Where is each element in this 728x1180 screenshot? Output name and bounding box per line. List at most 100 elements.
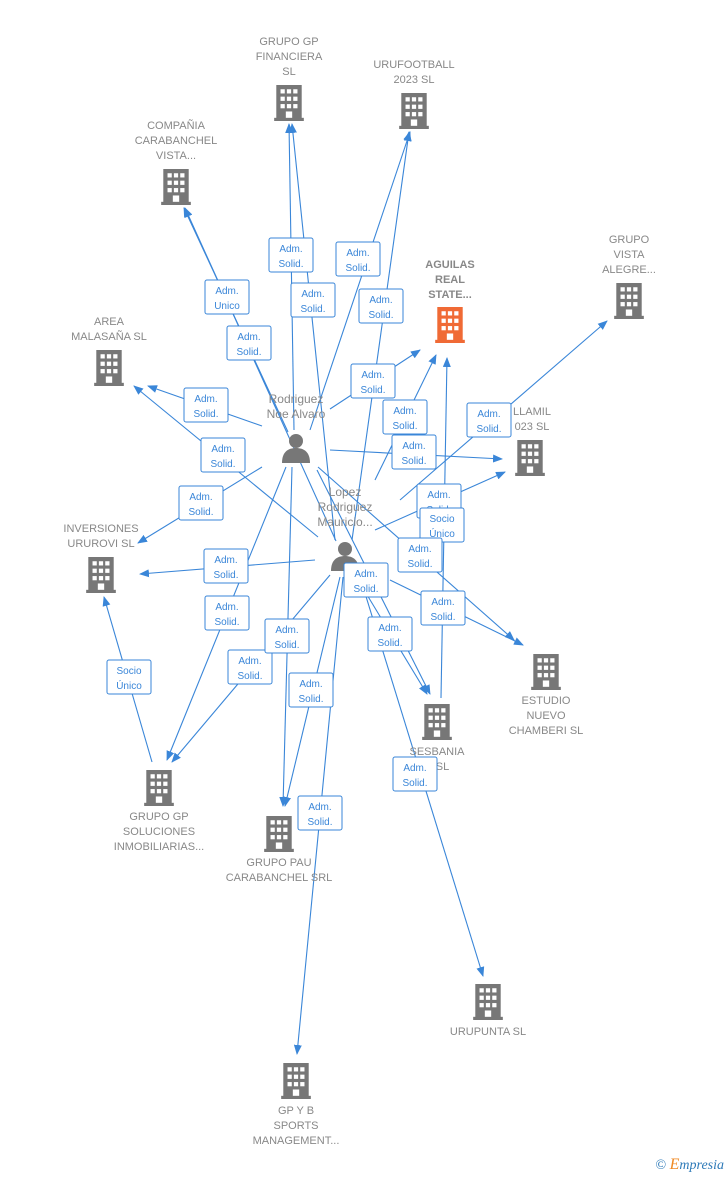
edge-label-text: Adm. [189,492,212,503]
edge-label-text: Adm. [211,444,234,455]
building-icon [274,85,304,121]
edge-label-box[interactable]: Adm.Solid. [227,649,273,685]
edge-label-box[interactable]: Adm.Solid. [268,237,314,273]
node-label: CHAMBERI SL [509,725,584,737]
edge-label-text: Unico [214,301,240,312]
edge-label-text: Adm. [194,394,217,405]
edge-label-frame [382,399,428,435]
edge-label-text: Solid. [213,570,238,581]
building-icon [473,984,503,1020]
node-label: Lopez [329,485,362,499]
building-icon [515,440,545,476]
edge-label-frame [268,237,314,273]
node-aguilas[interactable]: AGUILASREALSTATE... [425,259,475,343]
edge-label-box[interactable]: Adm.Solid. [466,402,512,438]
edge-label-text: Solid. [237,671,262,682]
edge-label-box[interactable]: Adm.Solid. [290,282,336,318]
node-label: INMOBILIARIAS... [114,841,204,853]
edge-label-text: Solid. [377,638,402,649]
edge-label-text: Adm. [427,490,450,501]
node-label: MANAGEMENT... [253,1135,340,1147]
edge-label-text: Solid. [236,347,261,358]
edge-label-box[interactable]: Adm.Solid. [391,434,437,470]
edge-label-box[interactable]: Adm.Solid. [204,595,250,631]
node-label: 2023 SL [394,74,435,86]
edge-label-text: Solid. [430,612,455,623]
edge-label-box[interactable]: Adm.Solid. [264,618,310,654]
edge-label-text: Adm. [279,244,302,255]
edge-label-frame [420,590,466,626]
edge-labels-layer: Adm. Solid. Adm. Solid. Adm. Solid. Adm. Solid.… [106,237,512,831]
edge-label-frame [367,616,413,652]
node-label: SOLUCIONES [123,826,195,838]
edge-label-text: Adm. [361,370,384,381]
node-urufootball[interactable]: URUFOOTBALL 2023 SL [373,59,455,129]
edge-label-box[interactable]: Adm. Solid. [367,616,413,652]
node-compania_carabanchel[interactable]: COMPAÑIACARABANCHELVISTA... [135,119,218,205]
edge-label-frame [203,548,249,584]
edge-label-box[interactable]: Adm.Solid. [382,399,428,435]
edge-label-text: Único [429,527,455,540]
node-lopez_rodriguez[interactable]: LopezRodriguezMauricio... [317,485,373,571]
edge-label-box[interactable]: Adm.Solid. [226,325,272,361]
edge-label-box[interactable]: Adm.Solid. [297,795,343,831]
edge-label-text: Adm. [378,623,401,634]
edge-label-box[interactable]: Adm.Solid. [183,387,229,423]
edge-label-box[interactable]: Adm. Solid. [420,590,466,626]
node-label: Mauricio... [317,515,372,529]
edge-label-box[interactable]: Adm. Unico [204,279,250,315]
edge-label-text: Solid. [214,617,239,628]
edge-label-box[interactable]: Adm.Solid. [203,548,249,584]
node-label: INVERSIONES [63,523,138,535]
edge-label-box[interactable]: Adm.Solid. [358,288,404,324]
building-icon [399,93,429,129]
edge-lopez_rodriguez-to-compania_carabanchel [184,207,337,542]
brand-name: mpresia [679,1158,724,1173]
edge-label-box[interactable]: Adm. Solid. [200,437,246,473]
edge-label-frame [178,485,224,521]
edge-label-text: Solid. [210,459,235,470]
edge-label-text: Adm. [346,248,369,259]
edge-label-text: Adm. [215,286,238,297]
building-icon [422,704,452,740]
edge-label-text: Solid. [353,584,378,595]
edge-label-text: Solid. [307,817,332,828]
node-label: CARABANCHEL [135,135,218,147]
edge-label-text: Adm. [431,597,454,608]
node-grupo_gp_soluciones[interactable]: GRUPO GPSOLUCIONESINMOBILIARIAS... [114,770,204,853]
edge-label-text: Solid. [476,424,501,435]
node-label: AREA [94,316,125,328]
edge-label-box[interactable]: Adm.Solid. [343,562,389,598]
node-label: REAL [435,274,465,286]
edge-lopez_rodriguez-to-urufootball [351,131,412,541]
node-label: GP Y B [278,1105,314,1117]
building-icon [86,557,116,593]
edge-label-box[interactable]: Adm.Solid. [392,756,438,792]
node-gp_y_b_sports[interactable]: GP Y BSPORTSMANAGEMENT... [253,1063,340,1147]
edge-label-box[interactable]: Adm.Solid. [178,485,224,521]
building-icon [531,654,561,690]
edge-label-box[interactable]: Adm.Solid. [335,241,381,277]
edge-label-box[interactable]: Adm.Solid. [350,363,396,399]
edge-label-text: Adm. [299,679,322,690]
edge-label-frame [200,437,246,473]
edge-label-text: Adm. [275,625,298,636]
edge-label-box[interactable]: Adm.Solid. [288,672,334,708]
edge-label-frame [226,325,272,361]
node-grupo_vista_alegre[interactable]: GRUPOVISTAALEGRE... [602,234,656,319]
node-label: ALEGRE... [602,264,656,276]
node-urupunta[interactable]: URUPUNTA SL [450,984,526,1038]
node-label: URUFOOTBALL [373,59,454,71]
edge-label-box[interactable]: Adm.Solid. [397,537,443,573]
empresia-logo[interactable]: © Empresia [655,1156,724,1174]
